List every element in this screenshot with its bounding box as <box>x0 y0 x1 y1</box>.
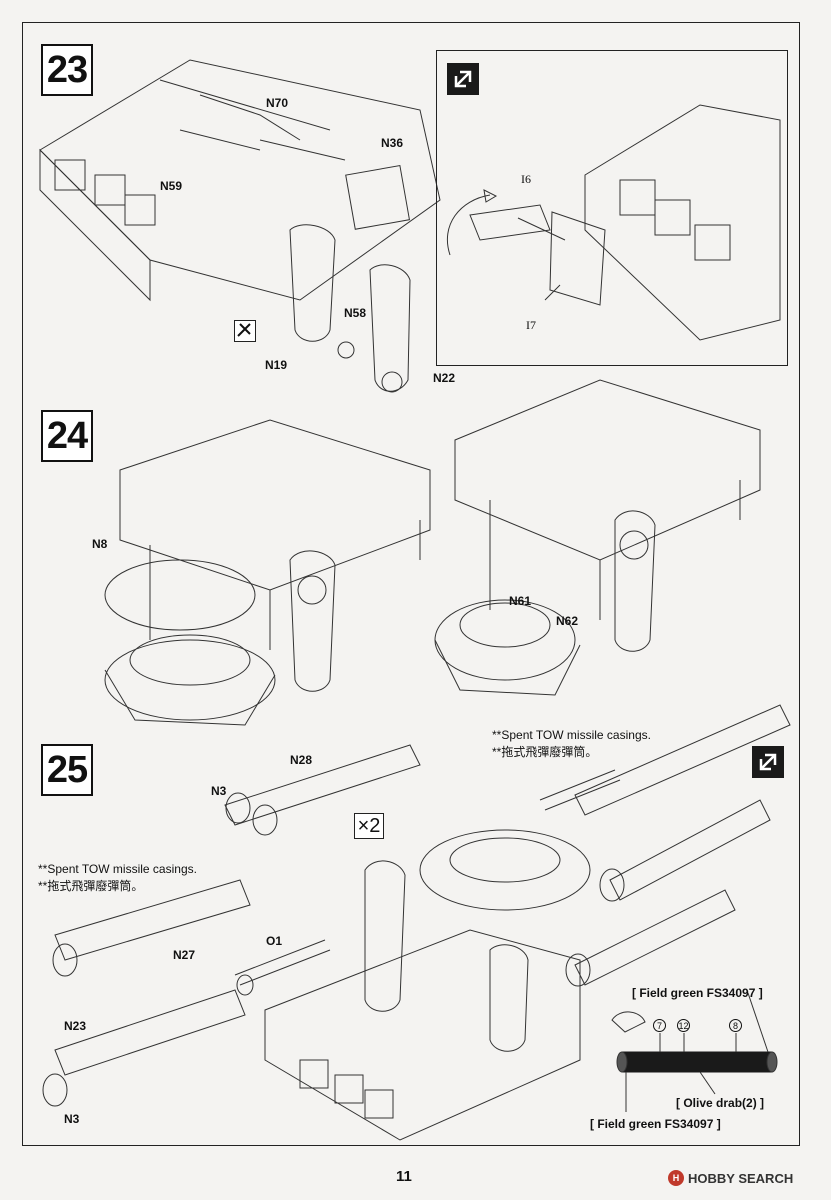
page-border <box>22 22 800 1146</box>
detail-inset <box>436 50 788 366</box>
step-number-25: 25 <box>41 744 93 796</box>
part-label-n59: N59 <box>160 179 183 193</box>
part-label-n70: N70 <box>266 96 289 110</box>
paint-number-7: 7 <box>653 1019 666 1032</box>
paint-tube-drawing <box>611 992 778 1112</box>
paint-number-8: 8 <box>729 1019 742 1032</box>
part-label-n61: N61 <box>509 594 532 608</box>
paint-callout-field-green-bottom: [ Field green FS34097 ] <box>590 1117 721 1131</box>
spent-casings-note-zh-left: **拖式飛彈廢彈筒。 <box>38 879 144 893</box>
part-label-n36: N36 <box>381 136 404 150</box>
part-label-n19: N19 <box>265 358 288 372</box>
step24-left-drawing <box>104 419 431 726</box>
step-number-23: 23 <box>41 44 93 96</box>
flip-over-icon-step25 <box>752 746 784 778</box>
watermark-text: HOBBY SEARCH <box>688 1170 794 1186</box>
part-label-n58: N58 <box>344 306 367 320</box>
hobby-search-logo-icon: H <box>668 1170 684 1186</box>
watermark: H HOBBY SEARCH <box>668 1170 793 1186</box>
paint-number-12: 12 <box>677 1019 690 1032</box>
step24-right-drawing <box>434 379 761 696</box>
part-label-i6: I6 <box>521 172 531 186</box>
quantity-multiplier: ×2 <box>354 813 384 839</box>
spent-casings-note-en-right: **Spent TOW missile casings. <box>492 728 651 742</box>
step25-tubes-drawing <box>42 704 791 1107</box>
inset-drawing <box>446 104 781 341</box>
part-label-n62: N62 <box>556 614 579 628</box>
spent-casings-note-en-left: **Spent TOW missile casings. <box>38 862 197 876</box>
paint-callout-olive-drab: [ Olive drab(2) ] <box>676 1096 765 1110</box>
part-label-n28: N28 <box>290 753 313 767</box>
part-label-n3-bottom: N3 <box>64 1112 80 1126</box>
spent-casings-note-zh-right: **拖式飛彈廢彈筒。 <box>492 745 598 759</box>
part-label-i7: I7 <box>526 318 536 332</box>
flip-over-icon <box>447 63 479 95</box>
cement-tool-icon <box>234 320 256 342</box>
step25-turret-drawing <box>264 829 591 1141</box>
page-number: 11 <box>396 1168 412 1185</box>
part-label-n23: N23 <box>64 1019 87 1033</box>
part-label-n27: N27 <box>173 948 196 962</box>
step-number-24: 24 <box>41 410 93 462</box>
part-label-n8: N8 <box>92 537 108 551</box>
part-label-n22: N22 <box>433 371 456 385</box>
paint-callout-field-green-top: [ Field green FS34097 ] <box>632 986 763 1000</box>
step23-hull-drawing <box>39 59 441 393</box>
part-label-o1: O1 <box>266 934 283 948</box>
part-label-n3-top: N3 <box>211 784 227 798</box>
